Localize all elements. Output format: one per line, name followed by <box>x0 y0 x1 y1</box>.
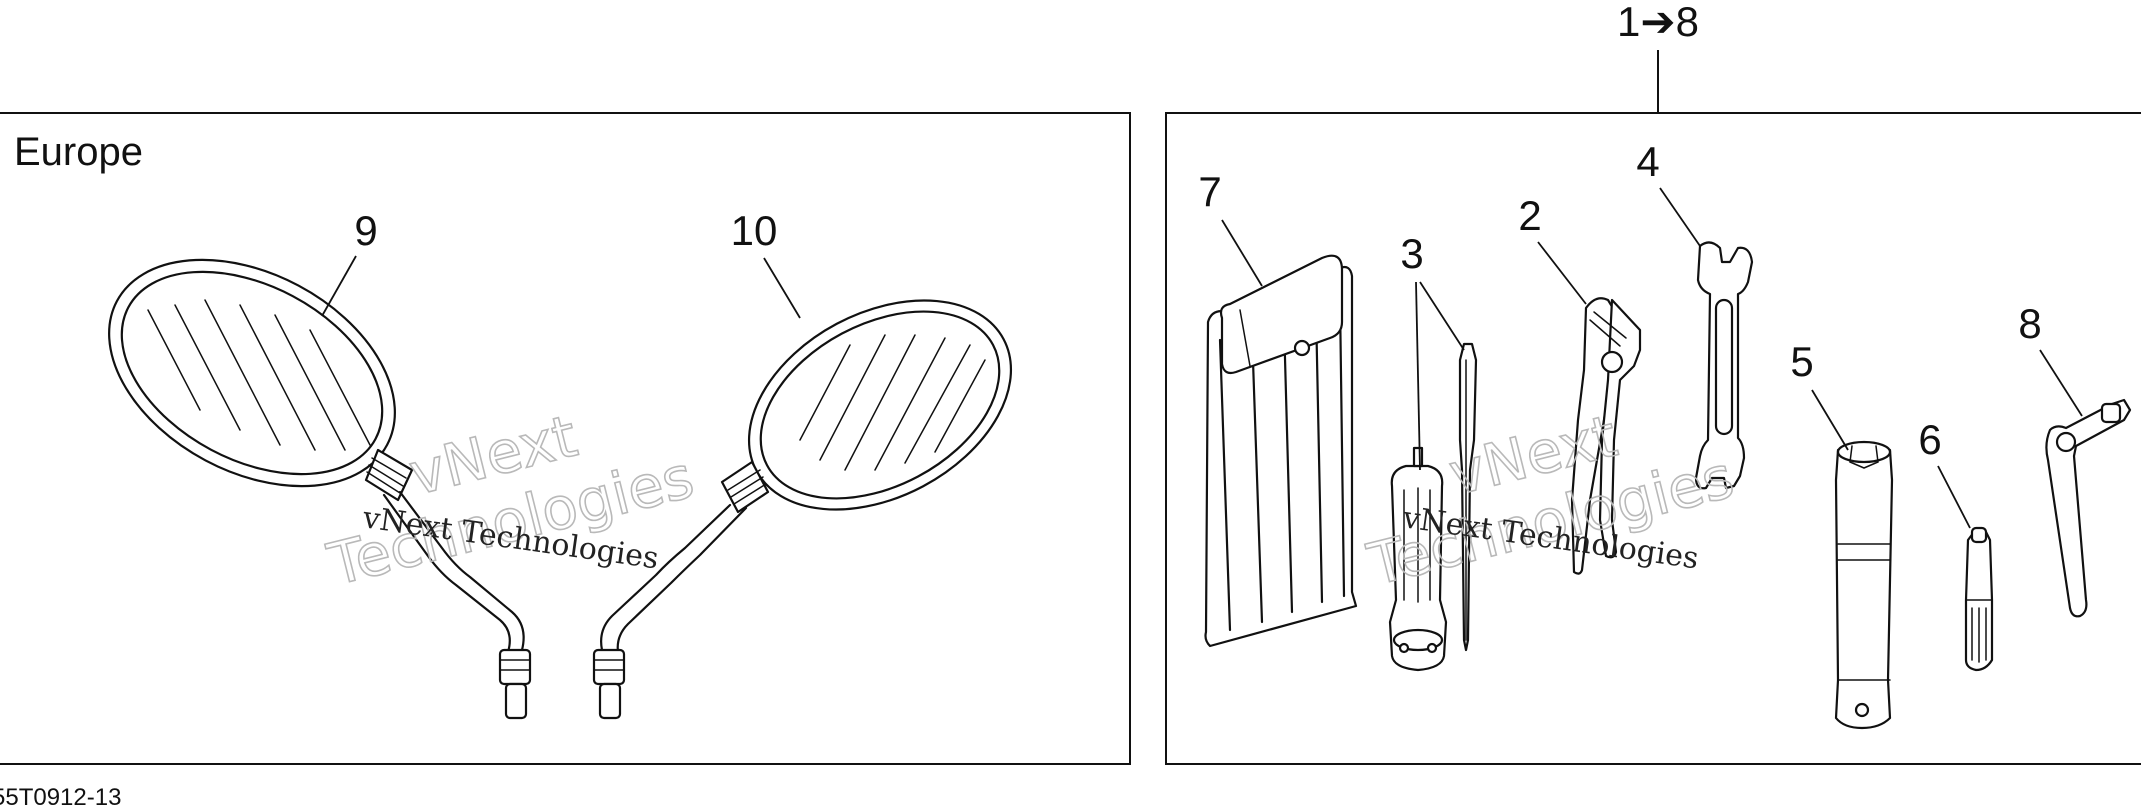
left-mirror <box>108 258 532 720</box>
callout-10: 10 <box>731 207 778 254</box>
callout-4: 4 <box>1636 138 1659 185</box>
callout-8-leader <box>2039 349 2083 417</box>
open-end-wrench <box>1694 241 1754 490</box>
tool-kit-panel-frame <box>1165 112 2141 765</box>
mirrors-panel-frame <box>0 112 1131 765</box>
hex-key <box>2045 398 2132 618</box>
callout-3-leader-b <box>1415 281 1421 471</box>
callout-6-leader <box>1937 465 1971 529</box>
right-mirror <box>592 299 1013 720</box>
callout-8: 8 <box>2018 300 2041 347</box>
callout-9: 9 <box>354 207 377 254</box>
assembly-callout: 1➔8 <box>1617 0 1699 45</box>
fuse-puller <box>1964 526 1994 672</box>
pliers <box>1570 297 1642 575</box>
callout-2-leader <box>1537 241 1587 305</box>
tool-pouch <box>1204 254 1358 648</box>
right-mirror-glass-hatching <box>799 334 986 471</box>
screwdriver <box>1388 342 1478 672</box>
callout-6: 6 <box>1918 416 1941 463</box>
callout-10-leader <box>763 257 801 319</box>
callout-5: 5 <box>1790 338 1813 385</box>
callout-9-leader <box>321 255 357 317</box>
region-label: Europe <box>14 130 143 174</box>
callout-2: 2 <box>1518 192 1541 239</box>
callout-4-leader <box>1659 187 1701 247</box>
callout-3: 3 <box>1400 230 1423 277</box>
spark-plug-socket <box>1834 440 1894 730</box>
callout-7-leader <box>1221 219 1263 287</box>
left-mirror-glass-hatching <box>147 299 371 451</box>
figure-id: 55T0912-13 <box>0 784 121 808</box>
callout-5-leader <box>1811 389 1849 451</box>
callout-7: 7 <box>1198 168 1221 215</box>
callout-3-leader-a <box>1419 281 1465 351</box>
